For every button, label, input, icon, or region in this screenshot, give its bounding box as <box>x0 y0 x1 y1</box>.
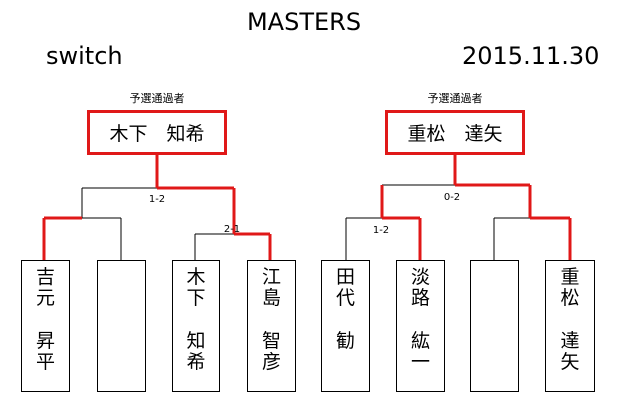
player-family-name: 重松 <box>560 266 580 309</box>
event-name: switch <box>46 42 123 70</box>
player-box <box>470 260 519 392</box>
left-bracket-lines <box>81 187 234 260</box>
left-winner-name: 木下 知希 <box>109 123 205 145</box>
left-qualifier-label: 予選通過者 <box>129 92 185 105</box>
player-box: 重松達矢 <box>545 260 595 392</box>
left-win-path <box>42 155 272 260</box>
right-winner-box: 重松 達矢 <box>385 110 525 155</box>
player-name: 木下知希 <box>173 267 219 373</box>
right-win-path <box>380 155 572 260</box>
player-name: 淡路紘一 <box>397 267 444 373</box>
player-given-name: 勧 <box>335 330 355 352</box>
player-box: 田代勧 <box>321 260 370 392</box>
left-sub-score: 2-1 <box>223 224 241 235</box>
player-box: 淡路紘一 <box>396 260 445 392</box>
left-winner-box: 木下 知希 <box>87 110 227 155</box>
left-final-score: 1-2 <box>148 194 166 205</box>
player-box: 江島智彦 <box>247 260 296 392</box>
player-name: 重松達矢 <box>546 267 594 373</box>
player-given-name: 知希 <box>186 330 206 373</box>
page-title: MASTERS <box>246 8 362 36</box>
right-final-score: 0-2 <box>443 192 461 203</box>
player-family-name: 木下 <box>186 266 206 309</box>
player-box: 吉元昇平 <box>21 260 70 392</box>
event-date: 2015.11.30 <box>462 42 600 70</box>
player-family-name: 吉元 <box>35 266 55 309</box>
player-box: 木下知希 <box>172 260 220 392</box>
player-given-name: 昇平 <box>35 330 55 373</box>
player-family-name: 淡路 <box>410 266 430 309</box>
right-winner-name: 重松 達矢 <box>407 123 503 145</box>
player-family-name: 江島 <box>261 266 281 309</box>
player-given-name: 紘一 <box>410 330 430 373</box>
player-name: 吉元昇平 <box>22 267 69 373</box>
player-family-name: 田代 <box>335 266 355 309</box>
player-box <box>97 260 146 392</box>
player-given-name: 智彦 <box>261 330 281 373</box>
right-qualifier-label: 予選通過者 <box>427 92 483 105</box>
player-name: 江島智彦 <box>248 267 295 373</box>
player-name: 田代勧 <box>322 267 369 352</box>
right-sub-score: 1-2 <box>372 225 390 236</box>
player-given-name: 達矢 <box>560 330 580 373</box>
